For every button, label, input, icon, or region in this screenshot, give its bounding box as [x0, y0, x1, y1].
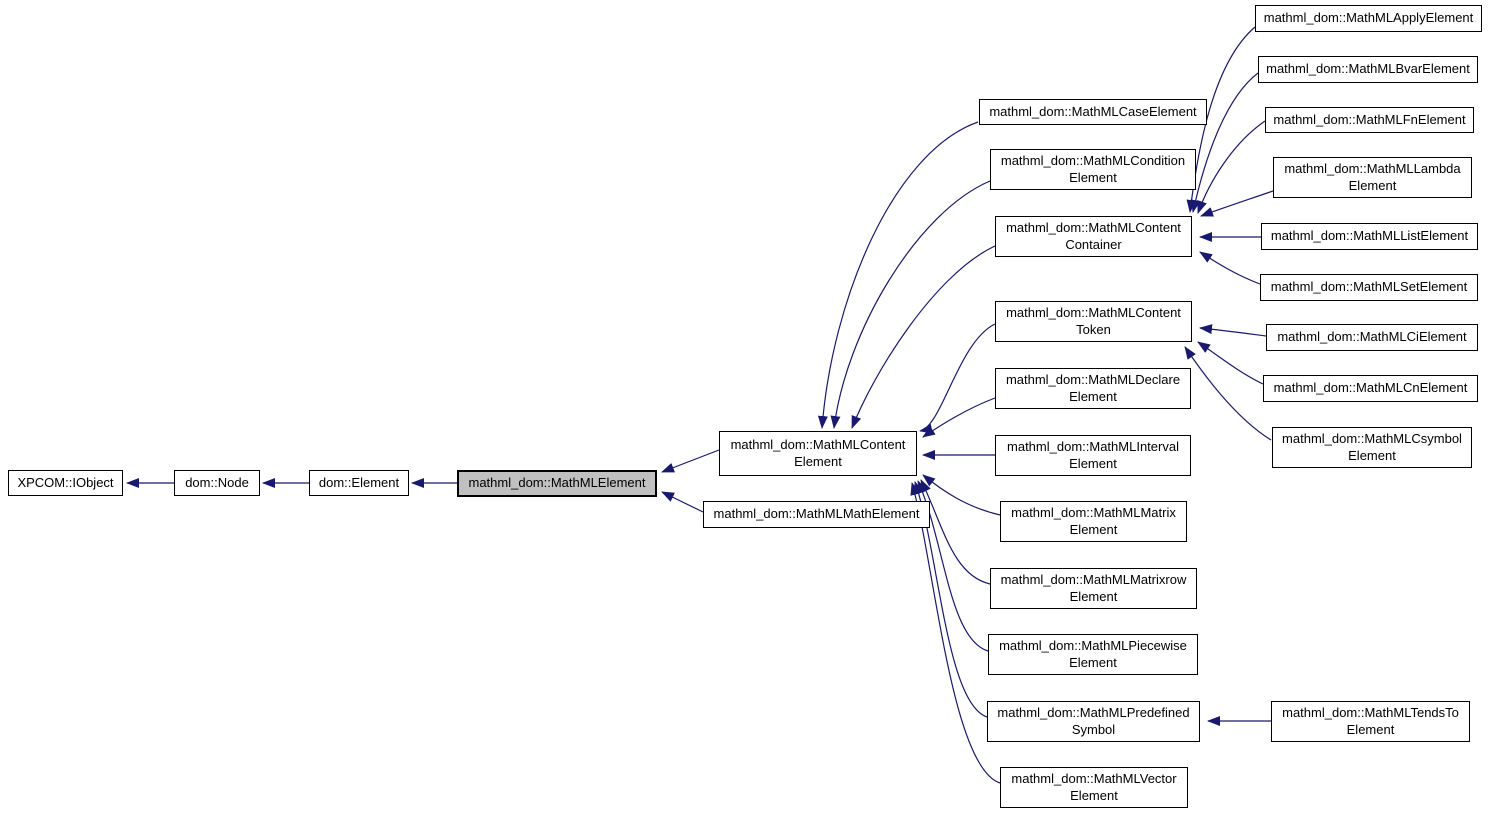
node-piecewise-element[interactable]: mathml_dom::MathMLPiecewise Element: [988, 634, 1198, 675]
node-mathml-element: mathml_dom::MathMLElement: [457, 470, 657, 497]
node-list-element[interactable]: mathml_dom::MathMLListElement: [1261, 223, 1478, 250]
edge-lambda-element-to-content-container: [1200, 190, 1274, 217]
node-content-element[interactable]: mathml_dom::MathMLContent Element: [719, 431, 917, 476]
node-cn-element[interactable]: mathml_dom::MathMLCnElement: [1263, 375, 1478, 402]
node-content-container[interactable]: mathml_dom::MathMLContent Container: [995, 216, 1192, 257]
edge-declare-element-to-content-element: [922, 397, 996, 438]
node-tendsto-element[interactable]: mathml_dom::MathMLTendsTo Element: [1271, 701, 1470, 742]
node-set-element[interactable]: mathml_dom::MathMLSetElement: [1260, 274, 1478, 301]
node-matrix-element[interactable]: mathml_dom::MathMLMatrix Element: [1000, 501, 1187, 542]
node-xpcom-iobject[interactable]: XPCOM::IObject: [8, 470, 123, 496]
node-vector-element[interactable]: mathml_dom::MathMLVector Element: [1000, 767, 1188, 808]
edge-condition-element-to-content-element: [830, 180, 991, 429]
node-csymbol-element[interactable]: mathml_dom::MathMLCsymbol Element: [1272, 427, 1472, 468]
node-matrixrow-element[interactable]: mathml_dom::MathMLMatrixrow Element: [990, 568, 1197, 609]
edge-fn-element-to-content-container: [1197, 120, 1266, 214]
node-apply-element[interactable]: mathml_dom::MathMLApplyElement: [1255, 5, 1482, 32]
node-lambda-element[interactable]: mathml_dom::MathMLLambda Element: [1273, 157, 1472, 198]
edge-set-element-to-content-container: [1199, 251, 1261, 285]
edge-content-token-to-content-element: [919, 323, 996, 434]
node-dom-element[interactable]: dom::Element: [309, 470, 409, 496]
node-math-element[interactable]: mathml_dom::MathMLMathElement: [703, 501, 930, 528]
edge-matrixrow-element-to-content-element: [920, 479, 991, 585]
edge-cn-element-to-content-token: [1197, 341, 1264, 385]
node-condition-element[interactable]: mathml_dom::MathMLCondition Element: [990, 149, 1196, 190]
node-bvar-element[interactable]: mathml_dom::MathMLBvarElement: [1258, 56, 1478, 83]
edge-ci-element-to-content-token: [1199, 324, 1267, 337]
edge-content-element-to-mathml-element: [661, 449, 720, 473]
edge-bvar-element-to-content-container: [1190, 72, 1259, 213]
node-predefined-symbol[interactable]: mathml_dom::MathMLPredefined Symbol: [987, 701, 1200, 742]
node-declare-element[interactable]: mathml_dom::MathMLDeclare Element: [995, 368, 1191, 409]
node-fn-element[interactable]: mathml_dom::MathMLFnElement: [1265, 107, 1474, 133]
edge-math-element-to-mathml-element: [661, 491, 704, 513]
edge-content-container-to-content-element: [851, 245, 996, 429]
edge-csymbol-element-to-content-token: [1184, 346, 1272, 441]
node-case-element[interactable]: mathml_dom::MathMLCaseElement: [979, 99, 1207, 125]
node-ci-element[interactable]: mathml_dom::MathMLCiElement: [1266, 324, 1478, 351]
node-content-token[interactable]: mathml_dom::MathMLContent Token: [995, 301, 1192, 342]
node-dom-node[interactable]: dom::Node: [174, 470, 260, 496]
edge-case-element-to-content-element: [817, 121, 979, 429]
edge-matrix-element-to-content-element: [922, 474, 1001, 516]
node-interval-element[interactable]: mathml_dom::MathMLInterval Element: [995, 435, 1191, 476]
